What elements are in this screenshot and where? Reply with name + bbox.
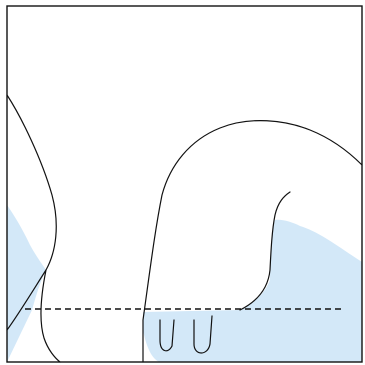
right-water-region <box>143 220 362 362</box>
left-water-region <box>7 205 46 362</box>
